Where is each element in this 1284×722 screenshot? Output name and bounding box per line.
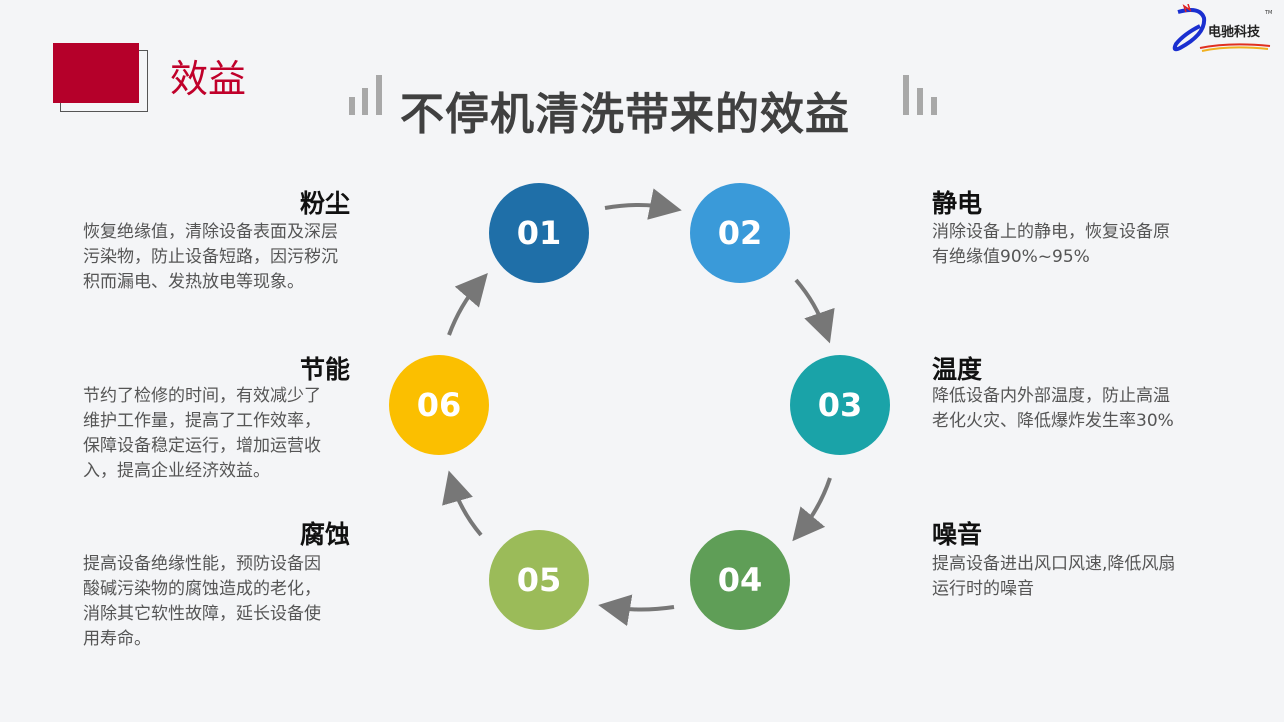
benefit-desc-corrosion: 提高设备绝缘性能，预防设备因酸碱污染物的腐蚀造成的老化，消除其它软性故障，延长设…: [83, 554, 321, 649]
arrow-04-05: [598, 594, 675, 627]
title-deco-bar: [362, 88, 368, 115]
section-label: 效益: [170, 57, 247, 101]
title-deco-bar: [917, 88, 923, 115]
step-circle-02: 02: [690, 183, 790, 283]
step-circle-04: 04: [690, 530, 790, 630]
benefit-desc-energy: 节约了检修的时间，有效减少了维护工作量，提高了工作效率，保障设备稳定运行，增加运…: [83, 386, 321, 481]
benefit-title-corrosion: 腐蚀: [299, 520, 350, 549]
svg-text:TM: TM: [1264, 10, 1272, 16]
page-title: 不停机清洗带来的效益: [400, 89, 850, 140]
step-circle-05: 05: [489, 530, 589, 630]
title-deco-bar: [931, 97, 937, 115]
logo-text: 电驰科技: [1208, 24, 1261, 40]
benefit-desc-static: 消除设备上的静电，恢复设备原有绝缘值90%~95%: [932, 222, 1170, 267]
benefit-desc-temperature: 降低设备内外部温度，防止高温老化火灾、降低爆炸发生率30%: [932, 386, 1174, 431]
arrow-02-03: [794, 278, 835, 344]
company-logo: 电驰科技 TM: [1170, 3, 1275, 56]
step-circle-06: 06: [389, 355, 489, 455]
title-deco-bar: [349, 97, 355, 115]
arrow-03-04: [792, 477, 832, 542]
step-circle-03: 03: [790, 355, 890, 455]
benefit-title-static: 静电: [932, 189, 983, 218]
benefit-desc-noise: 提高设备进出风口风速,降低风扇运行时的噪音: [932, 554, 1176, 599]
title-deco-bar: [903, 75, 909, 115]
section-marker: [53, 43, 139, 103]
title-deco-bar: [376, 75, 382, 115]
arrow-05-06: [442, 470, 483, 537]
step-circle-01: 01: [489, 183, 589, 283]
benefit-title-temperature: 温度: [932, 355, 983, 384]
arrow-06-01: [447, 272, 488, 336]
benefit-title-energy: 节能: [299, 355, 350, 384]
benefit-title-dust: 粉尘: [299, 189, 350, 218]
benefit-title-noise: 噪音: [932, 520, 983, 549]
arrow-01-02: [604, 188, 682, 220]
benefit-desc-dust: 恢复绝缘值，清除设备表面及深层污染物，防止设备短路，因污秽沉积而漏电、发热放电等…: [83, 222, 338, 292]
